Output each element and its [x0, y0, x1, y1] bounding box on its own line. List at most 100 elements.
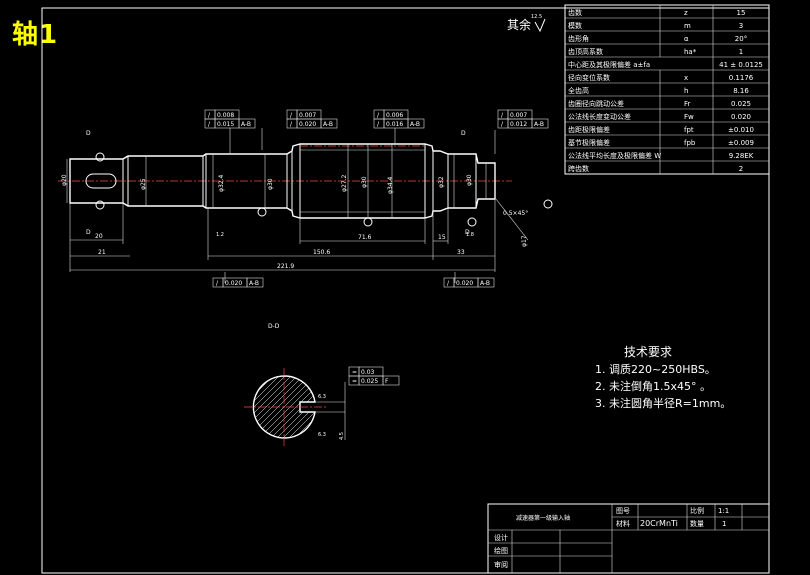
- part-name: 减速器第一级输入轴: [516, 514, 570, 522]
- dim-small2: 1.8: [466, 232, 474, 238]
- dim-len-2219: 221.9: [277, 263, 294, 270]
- dim-d5: φ27.2: [341, 175, 348, 193]
- datum-marker-icon: [257, 207, 267, 217]
- dim-d6: φ30: [361, 176, 368, 188]
- title-block: 减速器第一级输入轴 图号 比例 1:1 材料 20CrMnTi 数量 1 设计 …: [487, 503, 770, 574]
- roughness-symbol-icon: [534, 18, 546, 33]
- dim-d2: φ25: [140, 178, 147, 190]
- gear-table-name: 径向变位系数: [568, 73, 610, 82]
- section-marker-d-top-right: D: [461, 130, 466, 137]
- tech-req-item-1: 1. 调质220~250HBS。: [595, 363, 716, 376]
- qty-label: 数量: [690, 519, 704, 528]
- gear-table-value: ±0.010: [728, 126, 754, 134]
- gear-table-symbol: x: [684, 74, 688, 82]
- dim-len-20: 20: [95, 233, 103, 240]
- dim-len-1506: 150.6: [313, 249, 330, 256]
- tolerance-value: 0.020: [456, 280, 473, 287]
- design-label: 设计: [494, 533, 508, 542]
- gear-table-value: 3: [739, 22, 743, 30]
- gear-table-name: 模数: [568, 21, 582, 30]
- draw-label: 绘图: [494, 546, 508, 555]
- tolerance-datum: A-B: [249, 280, 259, 287]
- tolerance-value: 0.007: [299, 112, 316, 119]
- gear-table-name: 齿顶高系数: [568, 47, 603, 56]
- gear-table-symbol: ha*: [684, 48, 697, 56]
- dim-chamfer2: 0.5×45°: [503, 210, 528, 217]
- gear-table-name: 齿数: [568, 8, 582, 17]
- tolerance-symbol-icon: =: [352, 369, 357, 376]
- section-marker-d-bottom-left: D: [86, 229, 91, 236]
- section-dim-3: 4.5: [339, 432, 345, 440]
- section-view: D-D 6.3 6.3 4.5: [244, 323, 346, 448]
- dim-d7: φ34.4: [387, 177, 394, 195]
- tolerance-value: 0.012: [510, 121, 527, 128]
- tolerance-value: 0.007: [510, 112, 527, 119]
- datum-marker-icon: [363, 217, 373, 227]
- section-dim-1: 6.3: [318, 394, 326, 400]
- page-title: 轴1: [12, 20, 59, 50]
- tolerance-symbol-icon: /: [290, 121, 293, 128]
- gear-table-value: 8.16: [733, 87, 749, 95]
- gear-table-value: 20°: [735, 35, 747, 43]
- section-label: D-D: [268, 323, 280, 330]
- tech-req-item-2: 2. 未注倒角1.5x45° 。: [595, 379, 711, 393]
- gear-table-name: 全齿高: [568, 86, 589, 95]
- gear-table-symbol: Fw: [684, 113, 694, 121]
- dim-small1: 1.2: [216, 232, 224, 238]
- scale-label: 比例: [690, 506, 704, 515]
- gear-table-value: 9.28EK: [729, 152, 754, 160]
- drawing-border: [41, 7, 770, 574]
- roughness-label: 其余: [507, 17, 531, 32]
- check-label: 审阅: [494, 560, 508, 569]
- section-outline: [252, 375, 316, 439]
- roughness-note: 其余 12.5: [507, 14, 546, 33]
- tolerance-value: 0.008: [217, 112, 234, 119]
- gear-table-name: 基节极限偏差: [568, 138, 610, 147]
- tolerance-value: 0.006: [386, 112, 403, 119]
- tolerance-datum: A-B: [480, 280, 490, 287]
- section-marker-d-top-left: D: [86, 130, 91, 137]
- tech-req-title: 技术要求: [624, 345, 672, 359]
- tech-req-item-3: 3. 未注圆角半径R=1mm。: [595, 396, 731, 410]
- tolerance-symbol-icon: /: [447, 280, 450, 287]
- tolerance-datum: A-B: [410, 121, 420, 128]
- tolerance-symbol-icon: /: [216, 280, 219, 287]
- gear-table-name: 跨齿数: [568, 164, 589, 173]
- tolerance-symbol-icon: /: [208, 112, 211, 119]
- roughness-value: 12.5: [531, 14, 542, 20]
- gear-table-symbol: fpb: [684, 139, 696, 147]
- dim-d4: φ30: [267, 178, 274, 190]
- section-dim-2: 6.3: [318, 432, 326, 438]
- scale-value: 1:1: [718, 507, 729, 515]
- gear-table-symbol: α: [684, 35, 689, 43]
- datum-marker-icon: [95, 200, 105, 210]
- gear-table-name: 齿距极限偏差: [568, 125, 610, 134]
- tolerance-value: 0.03: [361, 369, 375, 376]
- dim-d8: φ32: [438, 176, 445, 188]
- tolerance-symbol-icon: /: [290, 112, 293, 119]
- dim-d1: φ20: [61, 174, 68, 186]
- tolerance-value: 0.020: [299, 121, 316, 128]
- qty-value: 1: [722, 520, 726, 528]
- gear-table-value: 0.025: [731, 100, 751, 108]
- datum-marker-icon: [543, 199, 553, 209]
- dim-len-21: 21: [98, 249, 106, 256]
- tolerance-symbol-icon: /: [501, 112, 504, 119]
- gear-table-symbol: fpt: [684, 126, 694, 134]
- material-value: 20CrMnTi: [640, 519, 678, 528]
- gear-table-name: 中心距及其极限偏差 a±fa: [568, 60, 650, 69]
- dim-d10: φ17: [521, 235, 528, 247]
- length-dimensions: [69, 199, 496, 272]
- technical-requirements: 技术要求 1. 调质220~250HBS。 2. 未注倒角1.5x45° 。 3…: [595, 345, 731, 410]
- keyway-slot: [85, 173, 117, 189]
- tolerance-symbol-icon: /: [377, 112, 380, 119]
- datum-marker-icon: [467, 217, 477, 227]
- tolerance-value: 0.025: [361, 378, 378, 385]
- gear-table-name: 公法线平均长度及极限偏差 W: [568, 151, 661, 160]
- material-label: 材料: [616, 519, 630, 528]
- datum-marker-icon: [95, 152, 105, 162]
- gear-table-name: 齿圈径向跳动公差: [568, 99, 624, 108]
- gear-table-value: 2: [739, 165, 743, 173]
